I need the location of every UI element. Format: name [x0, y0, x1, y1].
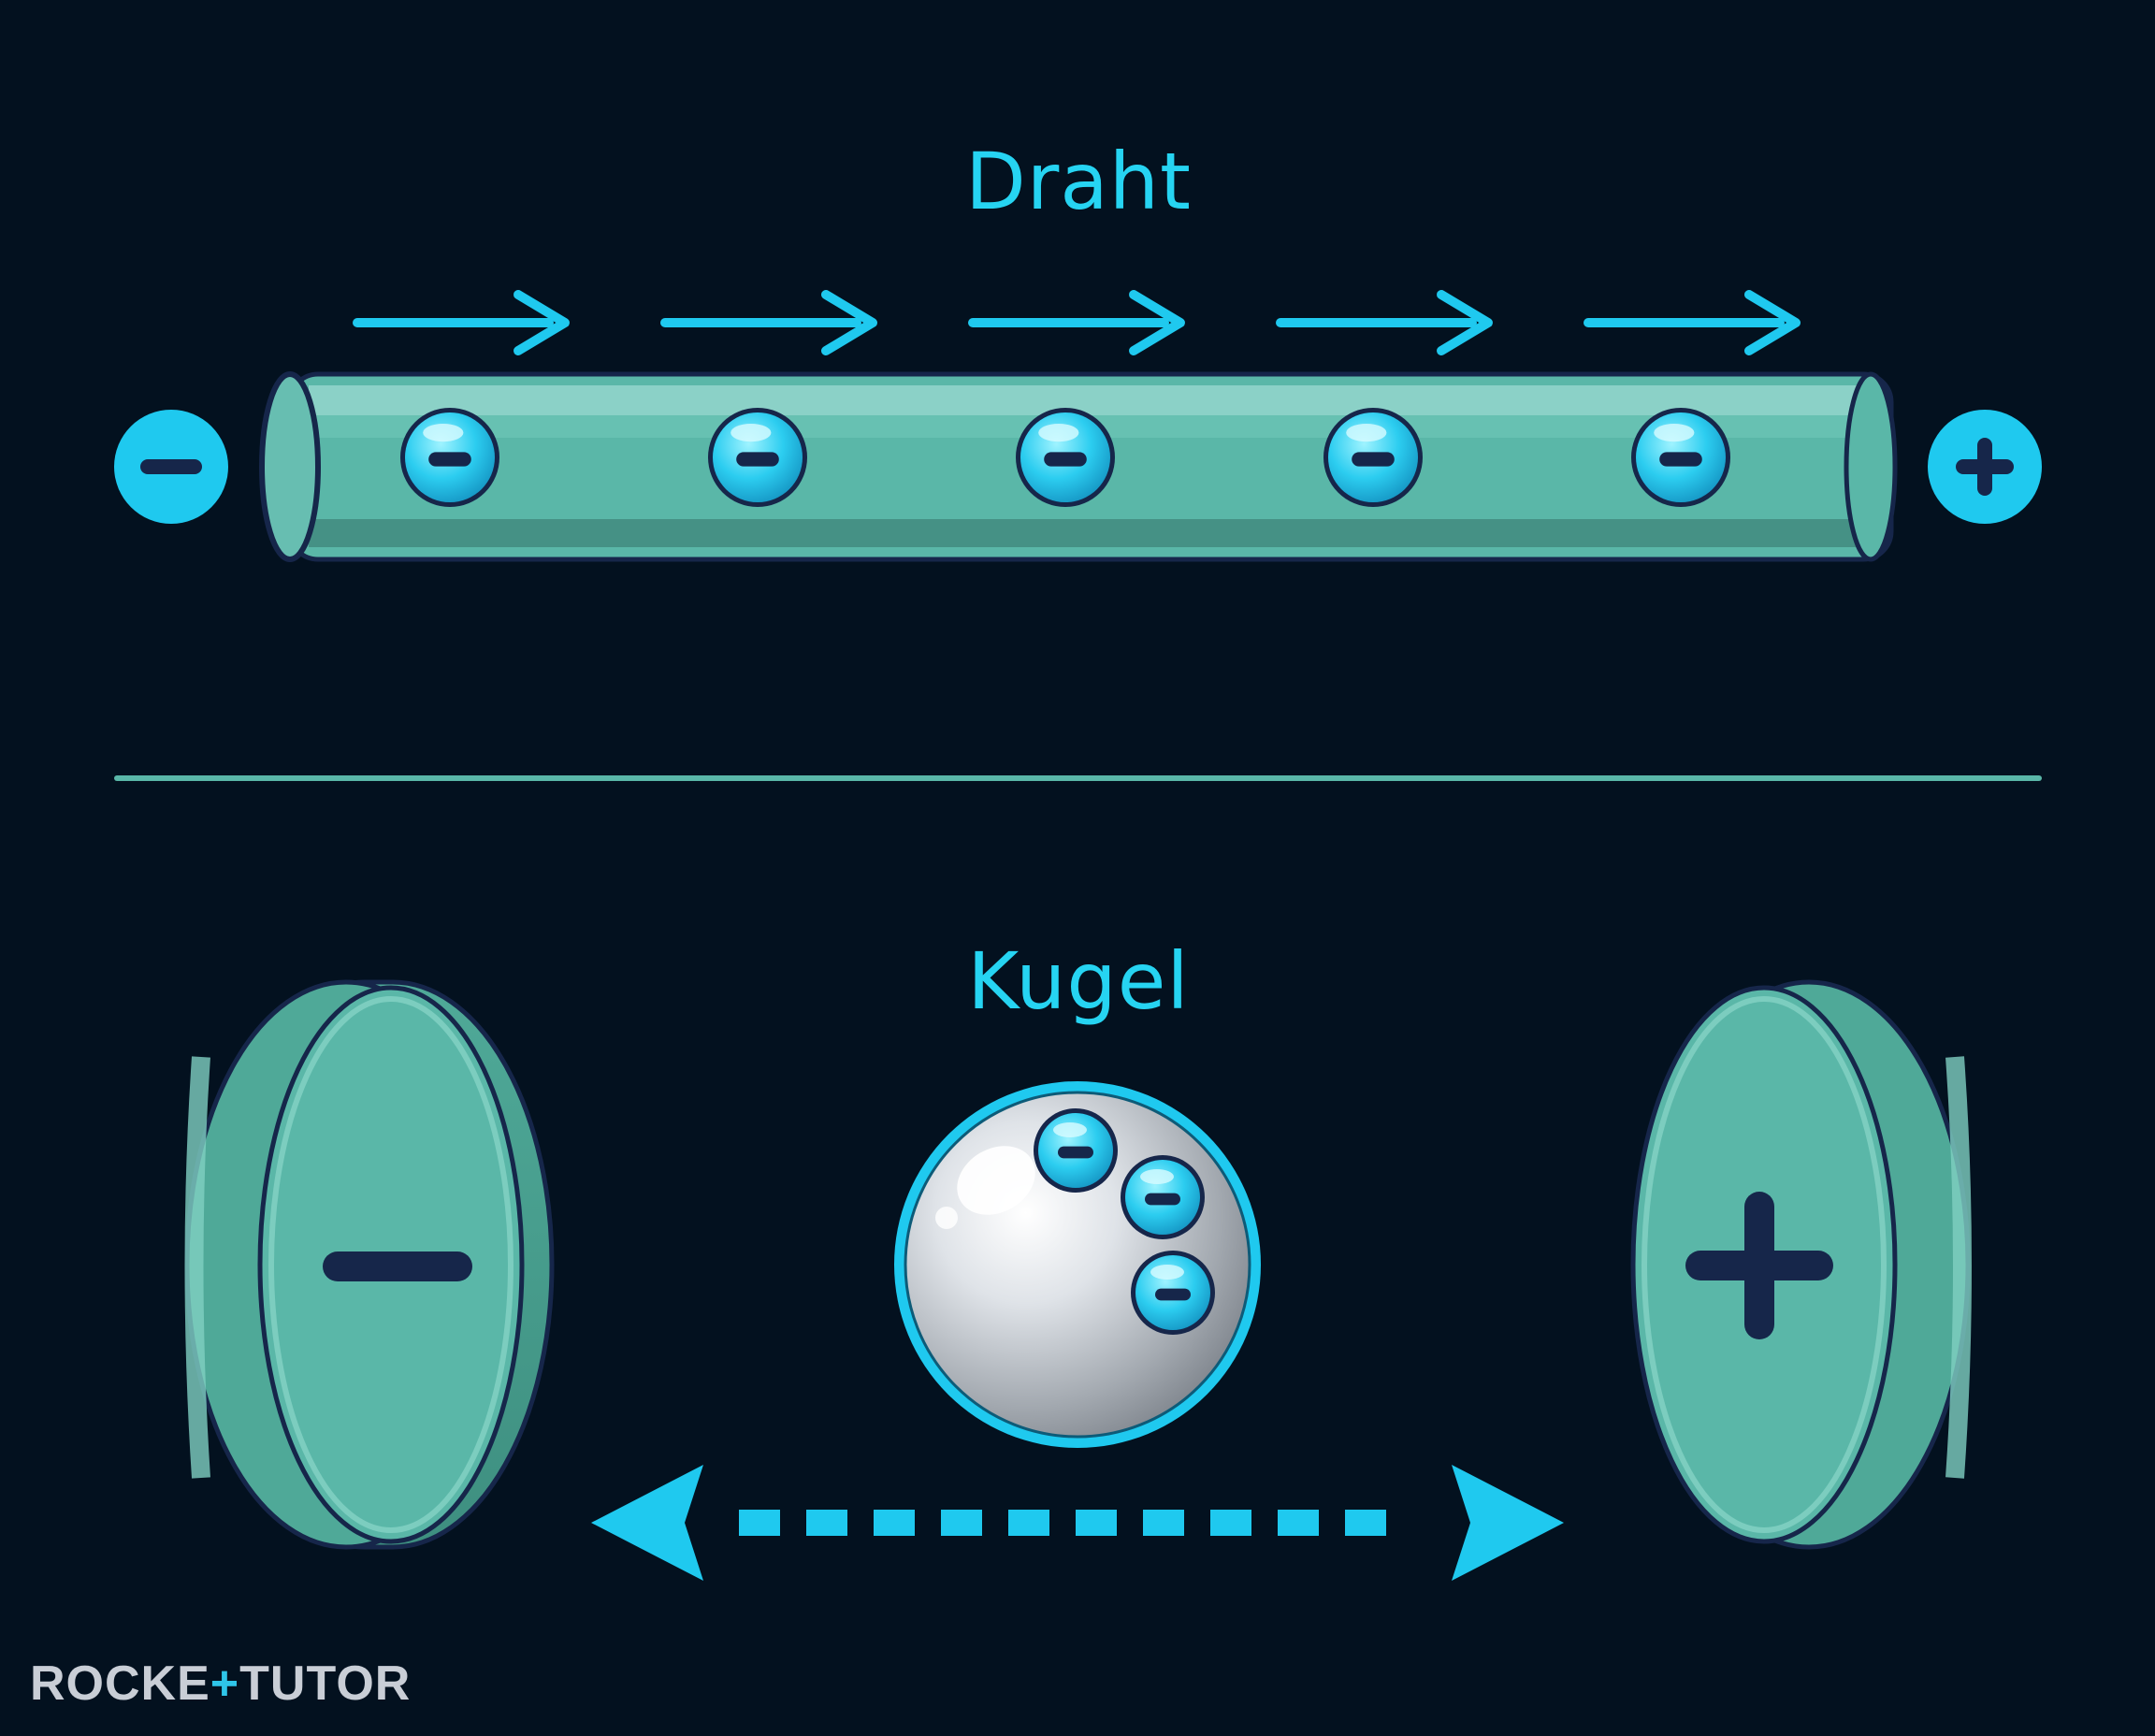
arrow-right-icon [353, 290, 570, 355]
brand-logo: ROCKE+TUTOR [30, 1656, 411, 1712]
arrow-dash [1143, 1510, 1184, 1536]
arrow-dash [739, 1510, 780, 1536]
arrow-dash [1210, 1510, 1251, 1536]
minus-plate-icon [323, 1251, 472, 1281]
arrow-dash [806, 1510, 847, 1536]
arrow-dash [941, 1510, 982, 1536]
wire-title: Draht [965, 136, 1192, 227]
electron-icon [1131, 1251, 1215, 1335]
electron-icon [1034, 1108, 1118, 1193]
arrow-dash [1345, 1510, 1386, 1536]
arrow-right-icon [1276, 290, 1493, 355]
double-arrow-icon [591, 1465, 1564, 1581]
arrow-dash [874, 1510, 915, 1536]
electron-icon [1016, 408, 1115, 507]
left-plate [184, 979, 555, 1550]
wire-section [114, 290, 2042, 562]
wire-electrons [400, 408, 1730, 507]
arrow-dash [1278, 1510, 1319, 1536]
minus-terminal-icon [114, 410, 228, 524]
plus-terminal-icon [1928, 410, 2042, 524]
right-plate [1630, 979, 1972, 1550]
sphere-electrons [1034, 1108, 1215, 1335]
arrow-right-icon [660, 290, 877, 355]
arrow-dash [1008, 1510, 1049, 1536]
electron-icon [400, 408, 499, 507]
plus-plate-icon [1685, 1192, 1833, 1339]
arrow-right-icon [1584, 290, 1801, 355]
electron-icon [1631, 408, 1730, 507]
logo-part1: ROCKE [30, 1656, 210, 1711]
logo-part2: TUTOR [239, 1656, 412, 1711]
logo-plus: + [210, 1656, 240, 1711]
electron-icon [1121, 1155, 1205, 1239]
arrow-dash [1076, 1510, 1117, 1536]
electron-icon [1323, 408, 1423, 507]
sphere-title: Kugel [967, 935, 1190, 1027]
arrow-right-icon [968, 290, 1185, 355]
electron-icon [708, 408, 807, 507]
current-arrows [353, 290, 1801, 355]
sphere-section [184, 979, 1972, 1581]
